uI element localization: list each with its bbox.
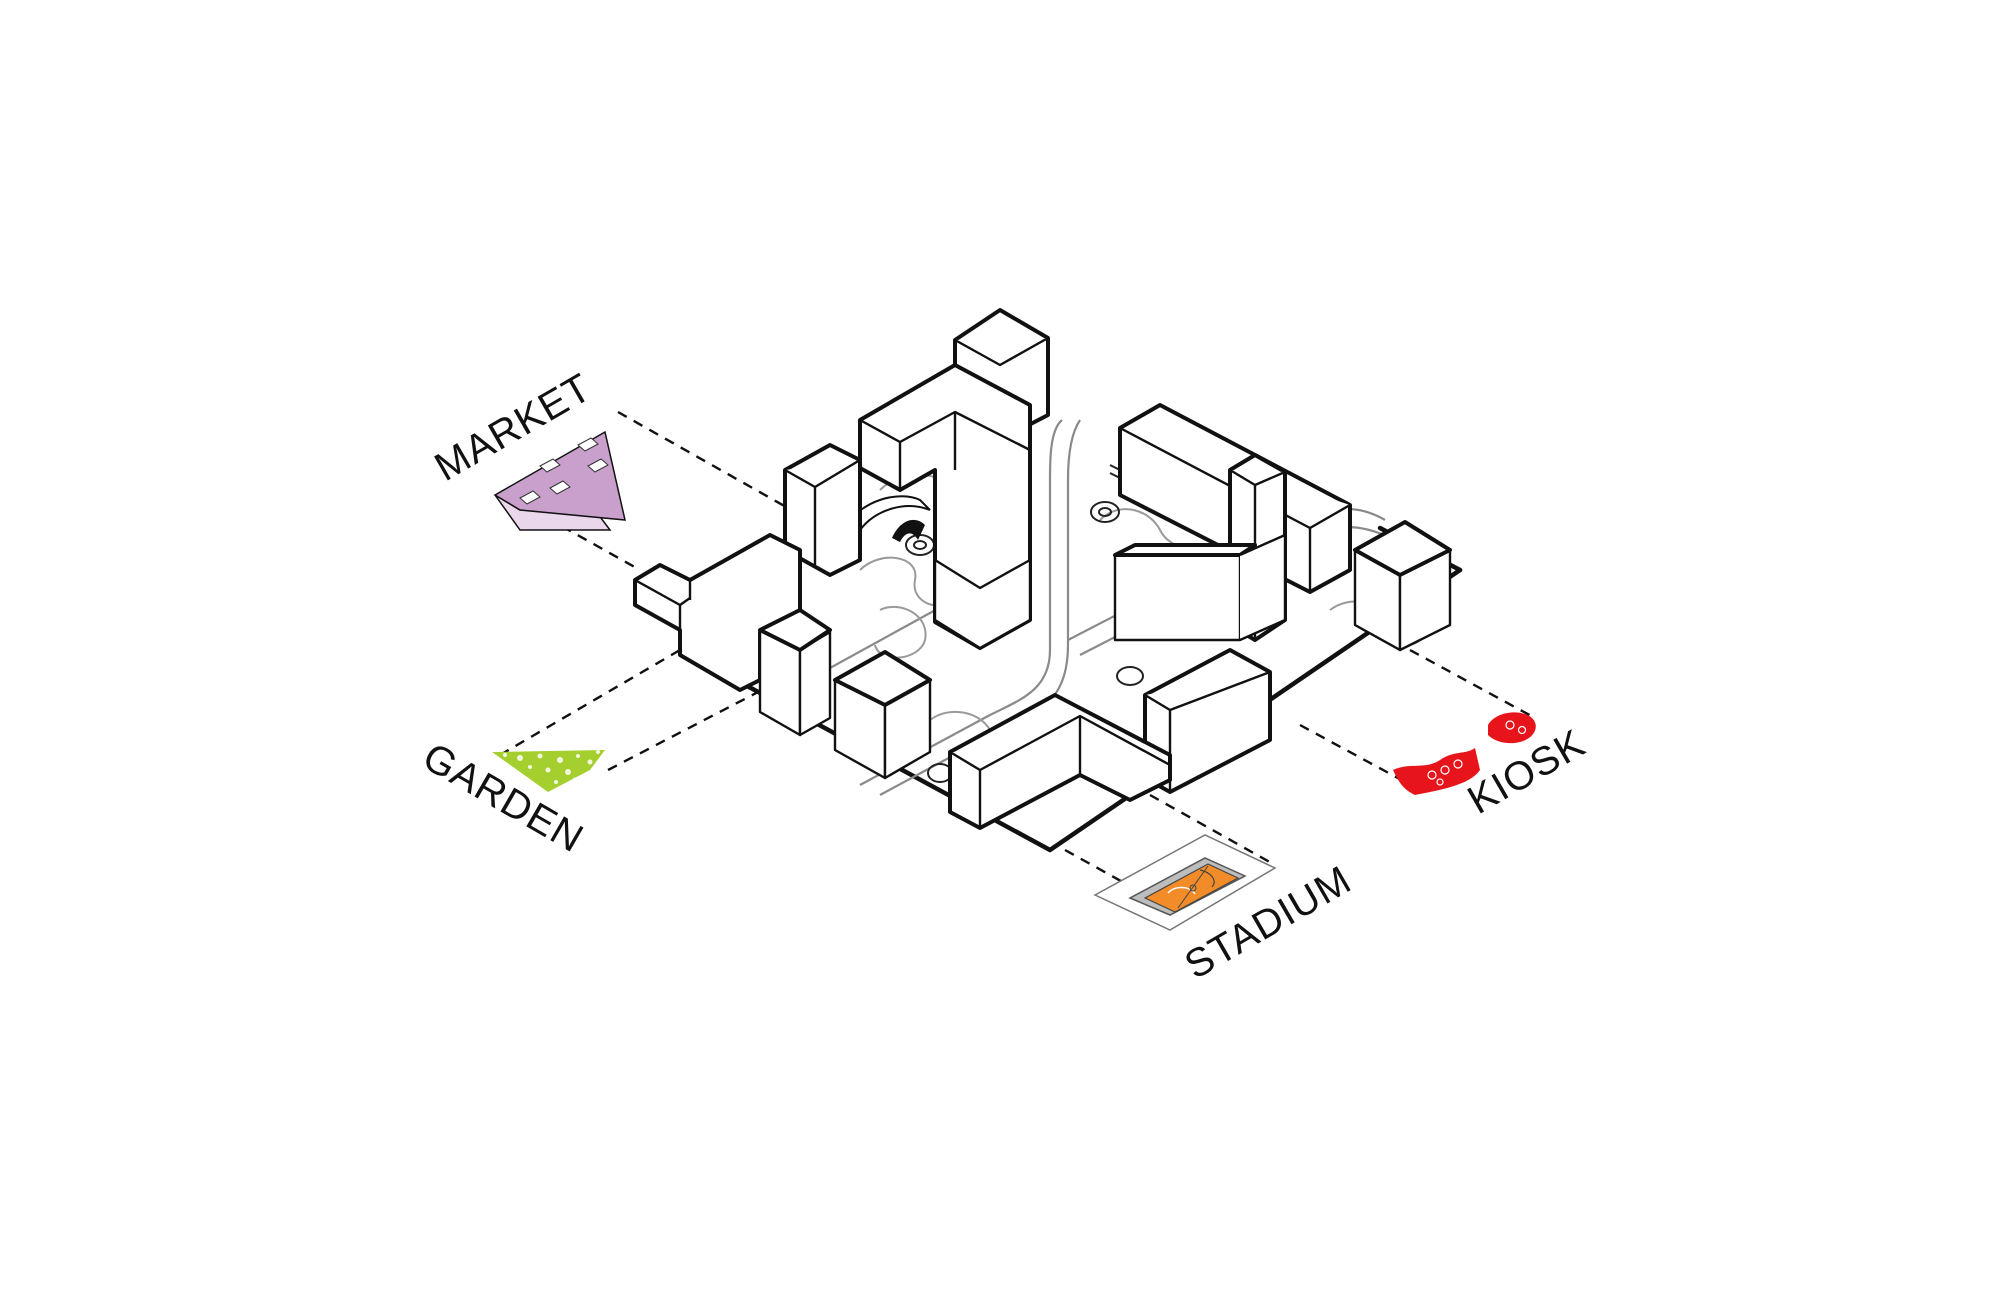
building-west-tower bbox=[758, 608, 832, 737]
building-southeast-bar bbox=[1143, 648, 1272, 794]
building-edge bbox=[954, 336, 1049, 367]
skylight-icon bbox=[539, 458, 561, 473]
kiosk-seat-icon bbox=[1440, 765, 1450, 775]
kiosk-leader-top bbox=[1409, 648, 1536, 720]
building-outline bbox=[1353, 520, 1452, 577]
tree-icon bbox=[1098, 507, 1112, 517]
skylight-icon bbox=[519, 490, 541, 505]
market-leader-top bbox=[617, 410, 796, 514]
building-edge bbox=[1239, 533, 1287, 642]
kiosk-seat-icon bbox=[1453, 759, 1463, 769]
building-face bbox=[1113, 553, 1242, 642]
building-edge bbox=[949, 714, 1171, 772]
building-face bbox=[933, 558, 1032, 650]
court-center-icon bbox=[1189, 884, 1197, 892]
court-line bbox=[1199, 869, 1215, 888]
building-outline bbox=[948, 693, 1172, 830]
tree-icon bbox=[913, 540, 927, 550]
kiosk-seat-icon bbox=[1517, 725, 1527, 735]
stadium-court bbox=[1143, 863, 1240, 913]
garden-element bbox=[492, 750, 605, 792]
building-outline bbox=[758, 608, 832, 652]
building-central-u bbox=[858, 363, 1032, 650]
buildings bbox=[633, 308, 1452, 830]
stadium-leader-right bbox=[1149, 793, 1276, 867]
stadium-element bbox=[1093, 834, 1277, 931]
building-center-cube bbox=[833, 650, 932, 780]
kiosk-seat-icon bbox=[1436, 778, 1444, 786]
sculpture-object bbox=[892, 519, 925, 542]
kiosk-pavilion-small bbox=[1488, 712, 1536, 744]
main-road-a bbox=[859, 419, 1063, 786]
skylight-icon bbox=[587, 458, 609, 473]
garden-leader-top bbox=[499, 648, 681, 757]
court-line bbox=[1167, 886, 1196, 895]
kiosk-seat-icon bbox=[1505, 720, 1515, 730]
skylight-icon bbox=[577, 437, 599, 452]
building-outline bbox=[833, 650, 932, 707]
market-element bbox=[493, 430, 626, 531]
skylight-icon bbox=[549, 480, 571, 495]
court-line bbox=[1177, 865, 1209, 909]
tree-icon bbox=[1116, 666, 1144, 686]
canopy-shell bbox=[843, 495, 931, 532]
kiosk-seat-icon bbox=[1427, 770, 1437, 780]
building-east-cube bbox=[1353, 520, 1452, 652]
garden-leader-bottom bbox=[607, 688, 763, 772]
building-outline bbox=[1113, 543, 1257, 557]
market-skylights bbox=[519, 437, 609, 505]
curvy-path-7 bbox=[929, 710, 991, 731]
kiosk-element bbox=[1393, 712, 1536, 795]
building-south-long-bar bbox=[948, 693, 1172, 830]
tree-icon bbox=[1090, 501, 1120, 523]
garden-texture bbox=[503, 750, 600, 784]
building-edge bbox=[859, 410, 1031, 452]
building-east-wide bbox=[1113, 533, 1287, 642]
